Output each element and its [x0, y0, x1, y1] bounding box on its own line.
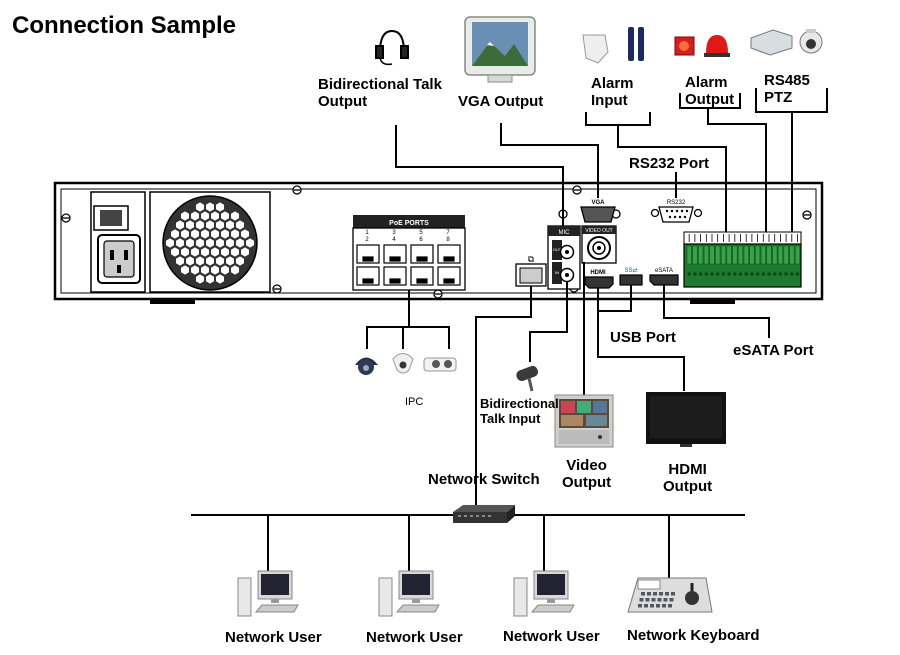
rs232-label: RS232 [667, 200, 686, 206]
mic-in-label: IN [555, 270, 559, 275]
vga-port-icon: VGA [580, 200, 616, 223]
label-bidirectional-talk-input: Bidirectional Talk Input [480, 396, 559, 426]
label-vga-output: VGA Output [458, 93, 544, 110]
poe-ports-block: PoE PORTS 1 3 5 7 2 4 6 8 [352, 215, 466, 291]
esata-port-icon: eSATA [649, 268, 679, 286]
mic-out-label: OUT [553, 247, 562, 252]
label-network-switch: Network Switch [428, 471, 540, 488]
ipc-cameras-icon [355, 353, 457, 375]
label-hdmi-output: HDMI Output [663, 461, 713, 496]
label-network-user-1: Network User [225, 629, 322, 646]
poe-port-number: 3 [392, 230, 396, 236]
esata-label: eSATA [655, 268, 673, 274]
poe-port-number: 7 [446, 230, 450, 236]
alarm-terminal-block [683, 231, 802, 288]
label-bidirectional-talk-output: Bidirectional Talk Output [318, 76, 442, 111]
label-alarm-output: Alarm Output [685, 74, 735, 109]
vga-monitor-icon [464, 16, 536, 83]
video-out-label: VIDEO OUT [585, 228, 613, 234]
svg-text:⧉: ⧉ [528, 254, 535, 264]
power-switch-icon [93, 205, 129, 231]
label-rs485-ptz: RS485 PTZ [764, 72, 810, 107]
network-user-pc-icon [513, 570, 575, 617]
headset-icon [375, 29, 409, 66]
vga-label: VGA [591, 200, 605, 206]
label-ipc: IPC [405, 396, 424, 408]
label-video-output: Video Output [562, 457, 612, 492]
label-alarm-input: Alarm Input [591, 75, 634, 110]
microphone-icon [516, 365, 538, 392]
mic-ports-icon: MIC OUT IN [547, 225, 581, 290]
poe-port-number: 4 [392, 237, 396, 243]
poe-port-number: 1 [365, 230, 369, 236]
lan-port-icon: ⧉ [515, 254, 547, 287]
label-esata-port: eSATA Port [733, 342, 814, 359]
poe-port-number: 2 [365, 237, 369, 243]
page-title: Connection Sample [12, 12, 237, 39]
alarm-output-devices-icon [674, 35, 730, 57]
video-out-bnc-icon: VIDEO OUT [581, 225, 617, 264]
label-network-user-2: Network User [366, 629, 463, 646]
poe-ports-title: PoE PORTS [389, 220, 429, 227]
network-switch-icon [453, 505, 515, 523]
hdmi-label: HDMI [590, 270, 606, 276]
label-network-user-3: Network User [503, 628, 600, 645]
label-rs232-port: RS232 Port [629, 155, 710, 172]
video-output-tv-icon [554, 394, 614, 448]
rs232-port-icon: RS232 [658, 200, 694, 223]
hdmi-monitor-icon [646, 392, 726, 447]
network-user-pc-icon [237, 570, 299, 617]
label-usb-port: USB Port [610, 329, 676, 346]
poe-port-number: 5 [419, 230, 423, 236]
fan-grille-icon [149, 191, 271, 293]
network-user-pc-icon [378, 570, 440, 617]
poe-port-number: 6 [419, 237, 423, 243]
poe-port-number: 8 [446, 237, 450, 243]
ptz-devices-icon [750, 29, 823, 56]
power-socket-icon [90, 191, 146, 293]
mic-label: MIC [559, 230, 571, 236]
network-keyboard-icon [627, 577, 713, 613]
usb-label: SS⇄ [624, 267, 637, 274]
alarm-input-sensors-icon [582, 27, 644, 64]
label-network-keyboard: Network Keyboard [627, 627, 760, 644]
